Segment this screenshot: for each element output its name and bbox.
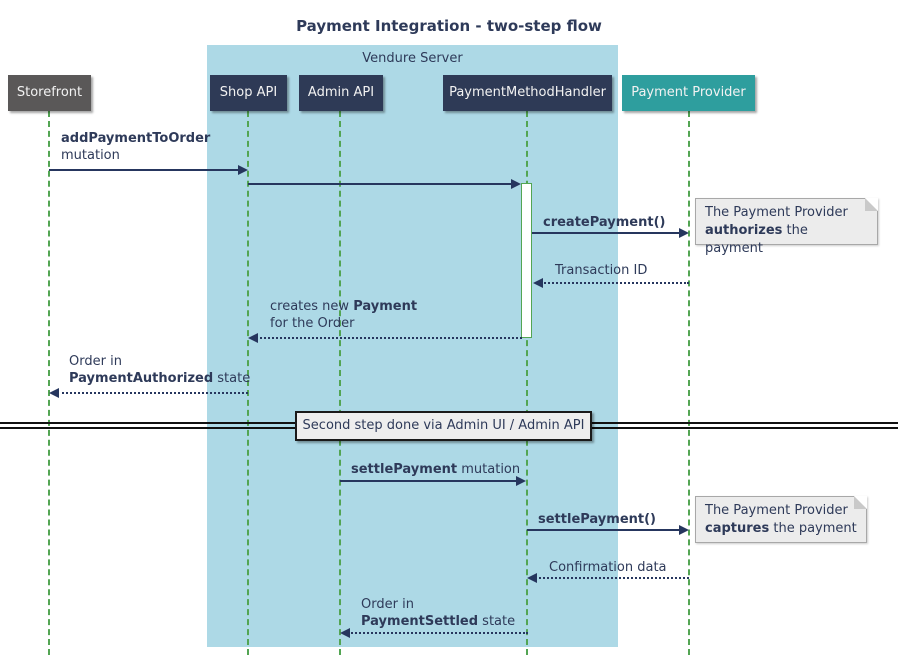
- arrowhead-icon: [340, 628, 350, 638]
- note-text: the payment: [705, 223, 808, 256]
- message-text: Transaction ID: [555, 263, 648, 278]
- arrowhead-icon: [516, 476, 526, 486]
- message-text: creates new: [270, 299, 354, 314]
- note-text: The Payment Provider: [705, 503, 848, 518]
- message-text: mutation: [457, 462, 521, 477]
- message-arrow-transaction-id: [541, 282, 689, 284]
- participant-payment-provider: Payment Provider: [622, 75, 755, 111]
- message-arrow-add-payment-to-order: [49, 169, 240, 171]
- message-text: createPayment(): [543, 215, 666, 230]
- arrowhead-icon: [248, 333, 258, 343]
- arrowhead-icon: [238, 165, 248, 175]
- message-text: for the Order: [270, 316, 355, 331]
- frame-vendure-server-label: Vendure Server: [362, 51, 463, 66]
- note-text: authorizes: [705, 223, 783, 238]
- participant-storefront: Storefront: [8, 75, 91, 111]
- message-arrow-create-payment: [532, 232, 681, 234]
- message-label-confirmation-data: Confirmation data: [549, 559, 667, 576]
- message-text: settlePayment: [351, 462, 458, 477]
- message-label-payment-settled: Order in PaymentSettled state: [361, 596, 515, 630]
- message-text: Order in: [69, 354, 122, 369]
- message-label-payment-authorized: Order in PaymentAuthorized state: [69, 353, 250, 387]
- arrowhead-icon: [527, 573, 537, 583]
- lifeline-payment-provider: [688, 111, 690, 655]
- message-arrow-settle-payment-mutation: [340, 480, 518, 482]
- message-label-creates-payment: creates new Payment for the Order: [270, 298, 417, 332]
- message-label-create-payment: createPayment(): [543, 214, 665, 231]
- note-text: captures: [705, 521, 770, 536]
- arrowhead-icon: [511, 179, 521, 189]
- divider-second-step: Second step done via Admin UI / Admin AP…: [295, 411, 592, 441]
- arrowhead-icon: [679, 525, 689, 535]
- message-arrow-payment-authorized: [57, 392, 248, 394]
- lifeline-storefront: [48, 111, 50, 655]
- message-text: Payment: [353, 299, 418, 314]
- participant-admin-api: Admin API: [299, 75, 383, 111]
- message-text: PaymentSettled: [361, 614, 479, 629]
- arrowhead-icon: [533, 278, 543, 288]
- message-arrow-settle-payment-call: [527, 529, 681, 531]
- message-text: Order in: [361, 597, 414, 612]
- message-arrow-confirmation-data: [535, 577, 689, 579]
- lifeline-admin-api: [339, 111, 341, 655]
- message-arrow-payment-settled: [348, 632, 528, 634]
- note-captures: The Payment Provider captures the paymen…: [695, 496, 867, 543]
- participant-payment-method-handler: PaymentMethodHandler: [443, 75, 612, 111]
- message-text: PaymentAuthorized: [69, 371, 214, 386]
- message-label-add-payment-to-order: addPaymentToOrder mutation: [61, 130, 210, 164]
- frame-vendure-server: [207, 45, 618, 647]
- message-arrow-creates-payment: [256, 337, 522, 339]
- message-text: Confirmation data: [549, 560, 667, 575]
- message-text: state: [478, 614, 516, 629]
- diagram-title: Payment Integration - two-step flow: [296, 17, 602, 35]
- lifeline-shop-api: [247, 111, 249, 655]
- message-text: state: [213, 371, 251, 386]
- activation-payment-method-handler: [521, 183, 532, 338]
- message-arrow-shop-api-to-handler: [248, 183, 513, 185]
- message-label-transaction-id: Transaction ID: [555, 262, 647, 279]
- arrowhead-icon: [49, 388, 59, 398]
- note-text: The Payment Provider: [705, 205, 848, 220]
- message-text: addPaymentToOrder: [61, 131, 211, 146]
- message-text: settlePayment(): [538, 512, 656, 527]
- lifeline-payment-method-handler: [526, 111, 528, 655]
- participant-shop-api: Shop API: [210, 75, 287, 111]
- message-label-settle-payment-call: settlePayment(): [538, 511, 656, 528]
- note-authorizes: The Payment Provider authorizes the paym…: [695, 198, 878, 256]
- divider-label: Second step done via Admin UI / Admin AP…: [302, 418, 585, 433]
- message-label-settle-payment-mutation: settlePayment mutation: [351, 461, 520, 478]
- note-text: the payment: [769, 521, 857, 536]
- arrowhead-icon: [679, 228, 689, 238]
- message-text: mutation: [61, 148, 120, 163]
